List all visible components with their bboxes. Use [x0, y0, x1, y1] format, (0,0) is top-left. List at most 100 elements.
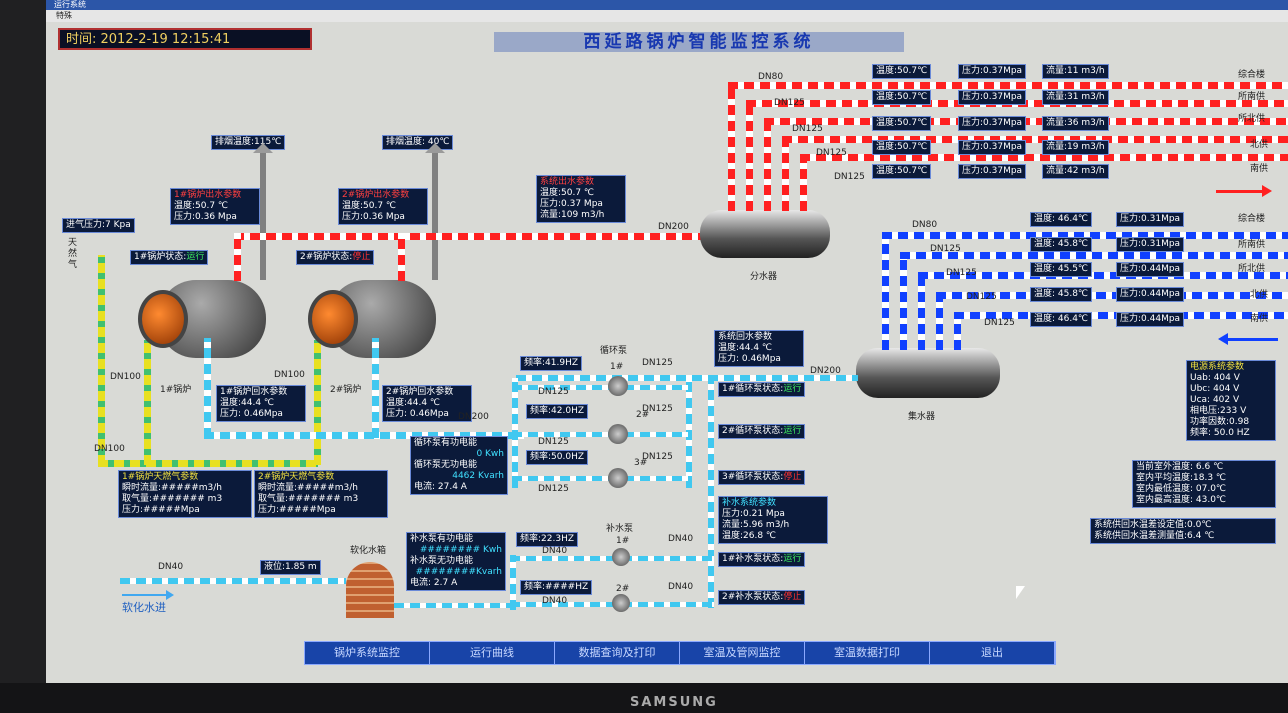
- gas-pipe-b1: [144, 340, 151, 465]
- circ-line-1: [512, 385, 692, 390]
- circ-pump-3-icon[interactable]: [608, 468, 628, 488]
- ret-branch-2-press: 压力:0.31Mpa: [1116, 237, 1185, 252]
- collector-dn200-label: DN200: [810, 366, 841, 376]
- circ-pump-2-icon[interactable]: [608, 424, 628, 444]
- b2-return-temp: 温度:44.4 ℃: [386, 398, 441, 408]
- out-branch-1-press: 压力:0.37Mpa: [958, 64, 1027, 79]
- gas-pressure: 进气压力:7 Kpa: [62, 218, 135, 233]
- softener-dn40-label: DN40: [158, 562, 184, 572]
- power-uca: Uca: 402 V: [1190, 395, 1240, 405]
- indoor-min-temp: 室内最低温度: 07.0℃: [1136, 484, 1227, 494]
- ret-dn125-label-4: DN125: [984, 318, 1015, 328]
- supply-press: 压力:0.37 Mpa: [540, 199, 603, 209]
- indoor-max-temp: 室内最高温度: 43.0℃: [1136, 495, 1227, 505]
- makeup-pump-1-status: 1#补水泵状态:运行: [718, 552, 806, 567]
- out-branch-3-temp: 温度:50.7℃: [872, 116, 932, 131]
- circ-pump-3-num: 3#: [634, 458, 648, 468]
- ret-branch-3-name: 所北供: [1238, 264, 1266, 274]
- nav-run-curve[interactable]: 运行曲线: [430, 642, 555, 664]
- softener-outlet-pipe: [394, 603, 510, 608]
- circ-pump-3-status-label: 3#循环泵状态:: [722, 472, 784, 482]
- b2-return-params: 2#锅炉回水参数 温度:44.4 ℃ 压力: 0.46Mpa: [382, 385, 472, 422]
- menu-bar[interactable]: 特殊: [46, 10, 1288, 22]
- gas-dn100-label: DN100: [94, 444, 125, 454]
- ret-branch-3-press: 压力:0.44Mpa: [1116, 262, 1185, 277]
- system-supply-params: 系统出水参数 温度:50.7 ℃ 压力:0.37 Mpa 流量:109 m3/h: [536, 175, 626, 223]
- b1-outlet-temp: 温度:50.7 ℃: [174, 201, 229, 211]
- b1-return-press: 压力: 0.46Mpa: [220, 409, 283, 419]
- makeup-pump-2-icon[interactable]: [612, 594, 630, 612]
- circ-pump-1-freq: 频率:41.9HZ: [520, 356, 583, 371]
- power-pf: 功率因数:0.98: [1190, 417, 1250, 427]
- makeup-dn40-label-1: DN40: [542, 546, 568, 556]
- temp-diff-set: 系统供回水温差设定值:0.0℃: [1094, 520, 1212, 530]
- clock-display: 时间: 2012-2-19 12:15:41: [58, 28, 312, 50]
- supply-direction-arrow-icon: [1216, 190, 1264, 193]
- out-branch-riser-3: [764, 121, 771, 211]
- ret-branch-riser-4: [936, 295, 943, 350]
- collector-label: 集水器: [908, 412, 936, 422]
- b2-return-riser: [372, 338, 379, 438]
- b1-gas-press: 压力:#####Mpa: [122, 505, 200, 515]
- b2-status-value: 停止: [352, 252, 371, 262]
- ret-branch-pipe-2: [900, 252, 1288, 259]
- gas-pipe-b2: [314, 340, 321, 465]
- boiler-1-graphic[interactable]: [138, 280, 266, 358]
- ret-branch-5-temp: 温度: 46.4℃: [1030, 312, 1093, 327]
- gas-pipe-vertical: [98, 255, 105, 465]
- circ-pump-1-status-label: 1#循环泵状态:: [722, 384, 784, 394]
- ret-branch-pipe-4: [936, 292, 1288, 299]
- supply-flow: 流量:109 m3/h: [540, 210, 605, 220]
- circ-reactive-title: 循环泵无功电能: [414, 460, 478, 470]
- out-branch-2-name: 所南供: [1238, 92, 1266, 102]
- nav-room-temp[interactable]: 室温及管网监控: [680, 642, 805, 664]
- system-return-params: 系统回水参数 温度:44.4 ℃ 压力: 0.46Mpa: [714, 330, 804, 367]
- nav-exit[interactable]: 退出: [930, 642, 1055, 664]
- inlet-arrow-icon: [122, 594, 168, 596]
- ret-branch-1-press: 压力:0.31Mpa: [1116, 212, 1185, 227]
- b1-return-title: 1#锅炉回水参数: [220, 387, 288, 397]
- b2-outlet-press: 压力:0.36 Mpa: [342, 212, 405, 222]
- divider-label: 分水器: [750, 272, 778, 282]
- ret-dn80-label: DN80: [912, 220, 938, 230]
- makeup-pump-2-status-value: 停止: [783, 592, 802, 602]
- supply-temp: 温度:50.7 ℃: [540, 188, 595, 198]
- b1-exhaust-temp: 排烟温度:115℃: [211, 135, 286, 150]
- makeup-current: 电流: 2.7 A: [410, 578, 458, 588]
- circ-reactive-value: 4462 Kvarh: [452, 471, 504, 481]
- bottom-nav: 锅炉系统监控 运行曲线 数据查询及打印 室温及管网监控 室温数据打印 退出: [304, 641, 1056, 665]
- softener-tank-icon[interactable]: [346, 562, 394, 618]
- power-uab: Uab: 404 V: [1190, 373, 1240, 383]
- circ-pump-3-status: 3#循环泵状态:停止: [718, 470, 806, 485]
- out-dn125-label-4: DN125: [834, 172, 865, 182]
- makeup-pump-1-icon[interactable]: [612, 548, 630, 566]
- power-freq: 频率: 50.0 HZ: [1190, 428, 1250, 438]
- b1-dn100-label: DN100: [110, 372, 141, 382]
- circ-pump-2-freq: 频率:42.0HZ: [526, 404, 589, 419]
- makeup-temp: 温度:26.8 ℃: [722, 531, 777, 541]
- circ-pump-3-status-value: 停止: [783, 472, 802, 482]
- b1-outlet-params: 1#锅炉出水参数 温度:50.7 ℃ 压力:0.36 Mpa: [170, 188, 260, 225]
- outdoor-temp: 当前室外温度: 6.6 ℃: [1136, 462, 1224, 472]
- circ-pump-2-status-label: 2#循环泵状态:: [722, 426, 784, 436]
- nav-boiler-monitor[interactable]: 锅炉系统监控: [305, 642, 430, 664]
- out-dn125-label-2: DN125: [792, 124, 823, 134]
- divider-vessel[interactable]: [700, 210, 830, 258]
- ret-branch-1-name: 综合楼: [1238, 214, 1266, 224]
- softener-inlet-pipe: [120, 578, 346, 584]
- boiler-2-graphic[interactable]: [308, 280, 436, 358]
- nav-data-query[interactable]: 数据查询及打印: [555, 642, 680, 664]
- out-branch-4-press: 压力:0.37Mpa: [958, 140, 1027, 155]
- b2-return-title: 2#锅炉回水参数: [386, 387, 454, 397]
- makeup-pump-2-status-label: 2#补水泵状态:: [722, 592, 784, 602]
- makeup-dn40-label-4: DN40: [668, 582, 694, 592]
- out-branch-5-press: 压力:0.37Mpa: [958, 164, 1027, 179]
- out-branch-5-name: 南供: [1250, 164, 1269, 174]
- nav-temp-print[interactable]: 室温数据打印: [805, 642, 930, 664]
- makeup-pump-1-num: 1#: [616, 536, 630, 546]
- circ-pump-1-icon[interactable]: [608, 376, 628, 396]
- makeup-pump-1-status-value: 运行: [783, 554, 802, 564]
- gas-label: 天然气: [68, 238, 78, 270]
- b2-outlet-title: 2#锅炉出水参数: [342, 190, 410, 200]
- collector-vessel[interactable]: [856, 348, 1000, 398]
